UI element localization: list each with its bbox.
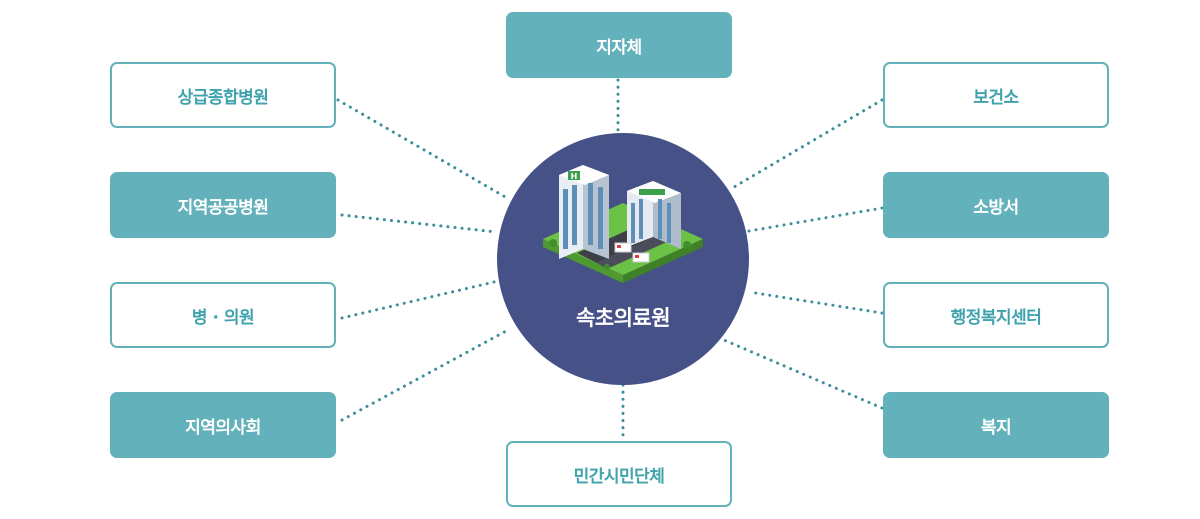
connector-left-4 (340, 328, 510, 422)
node-fire-station: 소방서 (883, 172, 1109, 238)
connector-right-1 (732, 98, 884, 189)
connector-left-1 (336, 98, 509, 200)
node-local-medical-association: 지역의사회 (110, 392, 336, 458)
connector-right-3 (747, 290, 884, 315)
node-clinics: 병 · 의원 (110, 282, 336, 348)
node-administrative-welfare-center: 행정복지센터 (883, 282, 1109, 348)
connector-right-2 (747, 206, 884, 233)
node-local-government: 지자체 (506, 12, 732, 78)
center-label: 속초의료원 (575, 306, 671, 330)
hospital-buildings-icon: H (543, 165, 703, 283)
center-circle: H 속초의료원 (497, 133, 749, 385)
node-public-health-center: 보건소 (883, 62, 1109, 128)
node-welfare: 복지 (883, 392, 1109, 458)
svg-text:H: H (571, 172, 578, 181)
connector-right-4 (722, 338, 884, 410)
node-regional-public-hospital: 지역공공병원 (110, 172, 336, 238)
connector-left-3 (340, 280, 496, 320)
connector-left-2 (340, 213, 498, 234)
node-tertiary-hospital: 상급종합병원 (110, 62, 336, 128)
node-civic-organizations: 민간시민단체 (506, 441, 732, 507)
